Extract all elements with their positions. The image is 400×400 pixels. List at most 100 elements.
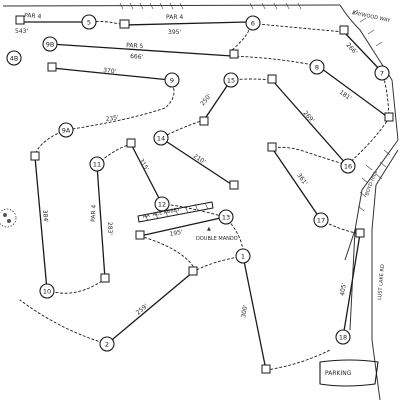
hole-marker-5: 5 — [81, 14, 97, 30]
walk-paths — [19, 20, 390, 371]
tee-box — [229, 49, 239, 59]
hole-marker-18: 18 — [335, 329, 351, 345]
road-label: BAYWOOD WAY — [352, 10, 392, 24]
hole-marker-2: 2 — [99, 336, 115, 352]
fairway-hole-13 — [139, 216, 226, 237]
tee-box — [355, 228, 365, 238]
fairway-hole-10 — [34, 156, 48, 291]
parking-label: PARKING — [325, 370, 352, 377]
double-mando-bar — [137, 201, 214, 223]
fairway-hole-14 — [160, 137, 235, 187]
hole-number: 11 — [93, 161, 101, 169]
hole-number: 10 — [43, 288, 51, 296]
fairway-hole-15 — [203, 79, 232, 121]
road-label: LUST LAKE RD — [377, 264, 386, 300]
fairway-hole-1 — [242, 255, 267, 371]
tee-box — [267, 142, 277, 152]
fairways — [19, 21, 390, 371]
tee-box — [126, 138, 136, 148]
distance-label: 300' — [240, 304, 249, 318]
hole-marker-16: 16 — [340, 158, 356, 174]
fairway-hole-9b — [49, 43, 233, 57]
par-label: PAR 4 — [90, 204, 98, 222]
tee-box — [229, 180, 239, 190]
distance-label: 283' — [106, 222, 113, 236]
hole-marker-12: 12 — [154, 196, 170, 212]
distance-label: 195' — [169, 229, 183, 238]
fairway-hole-17 — [271, 147, 322, 221]
hole-number: 18 — [339, 334, 347, 342]
distance-label: 405' — [339, 282, 348, 296]
distance-label: 235' — [105, 114, 119, 123]
distance-label: 370' — [103, 67, 117, 75]
distance-label: 266' — [345, 42, 359, 57]
mando-arrow-icon: ▲ — [207, 226, 211, 232]
hole-number: 4B — [10, 55, 19, 63]
tee-box — [100, 273, 110, 283]
tee-box — [339, 25, 349, 35]
hole-marker-4b: 4B — [6, 50, 22, 66]
hole-number: 6 — [251, 20, 255, 28]
hole-number: 5 — [87, 19, 91, 27]
hole-number: 16 — [344, 163, 352, 171]
fairway-hole-16 — [271, 79, 348, 166]
tee-boxes — [15, 15, 394, 374]
hole-marker-8: 8 — [309, 59, 325, 75]
hole-number: 9 — [170, 77, 174, 85]
parking-lot — [319, 359, 379, 387]
hole-marker-13: 13 — [218, 209, 234, 225]
hole-marker-6: 6 — [245, 15, 261, 31]
hole-number: 14 — [157, 135, 165, 143]
fairway-hole-7 — [343, 31, 383, 73]
hole-marker-10: 10 — [39, 283, 55, 299]
fairway-hole-6 — [123, 21, 249, 26]
tee-box — [188, 266, 198, 276]
par-label: PAR 5 — [126, 42, 144, 50]
distance-label: 181' — [338, 89, 353, 102]
hole-number: 12 — [158, 201, 166, 209]
par-label: PAR 4 — [166, 14, 183, 21]
tee-box — [384, 112, 394, 122]
fairway-hole-8 — [317, 65, 390, 119]
course-labels: PAR 4 543' PAR 4 395' PAR 5 666' 370' 26… — [15, 10, 391, 377]
top-boundary — [2, 2, 341, 10]
distance-label: 543' — [15, 28, 28, 35]
hole-marker-15: 15 — [223, 72, 239, 88]
hole-marker-7: 7 — [374, 65, 390, 81]
hole-marker-9b: 9B — [42, 36, 58, 52]
tee-box — [199, 116, 209, 126]
fairway-hole-11 — [96, 164, 106, 280]
tee-box — [267, 74, 277, 84]
distance-label: 384' — [41, 210, 49, 224]
fairway-hole-9 — [51, 67, 171, 81]
hole-marker-1: 1 — [235, 248, 251, 264]
distance-label: 250' — [199, 92, 213, 107]
distance-label: 315' — [137, 158, 150, 173]
hole-number: 17 — [317, 217, 325, 225]
hole-marker-14: 14 — [153, 130, 169, 146]
hole-number: 2 — [105, 341, 109, 349]
hole-marker-11: 11 — [89, 156, 105, 172]
distance-label: 666' — [130, 53, 144, 61]
hole-number: 15 — [227, 77, 235, 85]
tee-box — [47, 62, 57, 72]
hole-marker-9: 9 — [164, 72, 180, 88]
hole-number: 8 — [315, 64, 319, 72]
distance-label: 395' — [168, 29, 181, 36]
double-mando-label: DOUBLE MANDO — [196, 236, 238, 242]
distance-label: 269' — [302, 110, 316, 125]
par-label: PAR 4 — [24, 12, 42, 20]
tee-box — [30, 151, 40, 161]
fairway-hole-18 — [342, 233, 361, 338]
fairway-hole-2 — [106, 271, 194, 345]
tree-cluster-icon — [0, 208, 17, 228]
hole-number: 1 — [241, 253, 245, 261]
tee-box — [119, 19, 130, 29]
holes: 1 2 4B 5 6 7 8 — [6, 14, 390, 352]
hole-number: 7 — [380, 70, 384, 78]
tee-box — [15, 15, 25, 25]
hole-marker-9a: 9A — [58, 122, 74, 138]
tee-box — [135, 230, 145, 240]
hole-number: 9A — [62, 127, 71, 135]
